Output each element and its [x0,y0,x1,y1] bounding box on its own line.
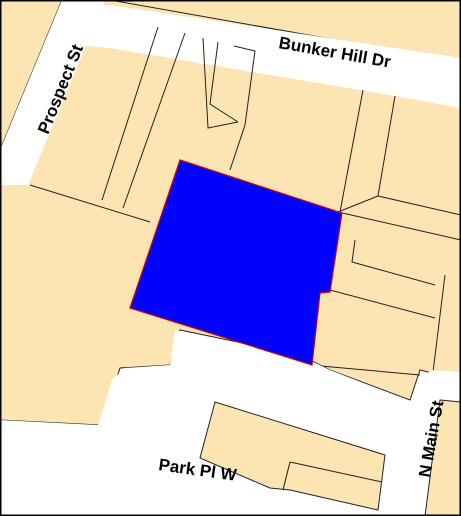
lot-line [339,89,364,213]
lot-line [377,195,461,216]
lot-line [101,26,159,201]
lot-line [282,461,291,491]
lot-line [229,45,256,171]
lot-line [337,211,461,241]
prospect-road [0,0,105,185]
lot-line [309,364,421,376]
lot-line [351,239,436,286]
parcel-south-park-pl[interactable] [199,401,386,511]
lot-line [289,461,383,483]
lot-line [431,274,446,381]
selected-parcel[interactable] [129,159,343,366]
lot-line [29,184,151,223]
bunker-hill-road [75,5,461,108]
lot-line [202,37,239,129]
parcel-east-main[interactable] [424,399,461,516]
lot-line [209,41,239,123]
lot-line [329,289,436,319]
lot-line [122,32,186,209]
